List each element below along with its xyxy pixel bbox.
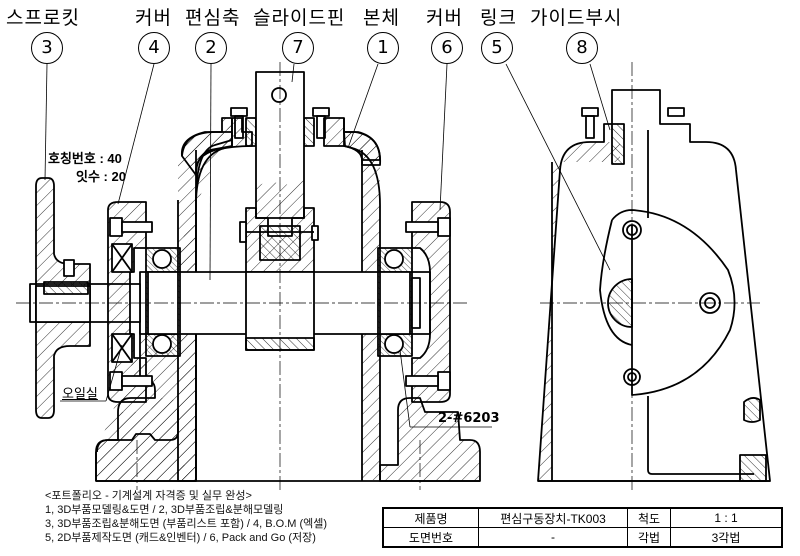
label-guide-bush: 가이드부시 [530, 7, 623, 29]
cover-right [411, 201, 451, 403]
label-link: 링크 [480, 7, 517, 29]
drawing-number-value: - [478, 527, 628, 548]
balloon-4: 4 [138, 32, 170, 64]
label-eccentric-shaft: 편심축 [185, 7, 241, 29]
drawing-number-label: 도면번호 [382, 527, 479, 548]
portfolio-notes: <포트폴리오 - 기계설계 자격증 및 실무 완성> 1, 3D부품모델링&도면… [45, 489, 327, 545]
guide-bush-left [245, 117, 257, 147]
product-name-value: 편심구동장치-TK003 [478, 507, 628, 528]
bearing-callout: 2-#6203 [438, 411, 500, 426]
notes-line: 5, 2D부품제작도면 (캐드&인벤터) / 6, Pack and Go (저… [45, 532, 316, 544]
guide-bush-right [303, 117, 315, 147]
label-cover-left: 커버 [135, 7, 172, 29]
body-foot-right [379, 397, 481, 482]
oil-seal-callout: 오일실 [62, 387, 98, 402]
label-body: 본체 [363, 7, 400, 29]
scale-value: 1 : 1 [670, 507, 783, 528]
projection-label: 각법 [627, 527, 671, 548]
side-view-link [611, 209, 736, 396]
notes-line: 3, 3D부품조립&분해도면 (부품리스트 포함) / 4, B.O.M (엑셀… [45, 518, 328, 530]
label-slide-pin: 슬라이드핀 [253, 7, 346, 29]
balloon-6: 6 [431, 32, 463, 64]
title-block-row: 도면번호 - 각법 3각법 [382, 527, 783, 548]
balloon-8: 8 [566, 32, 598, 64]
title-block-row: 제품명 편심구동장치-TK003 척도 1 : 1 [382, 507, 783, 528]
notes-line: 1, 3D부품모델링&도면 / 2, 3D부품조립&분해모델링 [45, 504, 284, 516]
projection-value: 3각법 [670, 527, 783, 548]
sprocket-teeth: 잇수 : 20 [76, 169, 126, 184]
balloon-7: 7 [282, 32, 314, 64]
title-block: 제품명 편심구동장치-TK003 척도 1 : 1 도면번호 - 각법 3각법 [382, 507, 783, 548]
body-section-left [96, 398, 196, 481]
sprocket-nominal-number: 호칭번호 : 40 [48, 151, 122, 166]
balloon-5: 5 [481, 32, 513, 64]
label-cover-right: 커버 [426, 7, 463, 29]
notes-heading: <포트폴리오 - 기계설계 자격증 및 실무 완성> [45, 490, 252, 502]
scale-label: 척도 [627, 507, 671, 528]
balloon-1: 1 [367, 32, 399, 64]
balloon-3: 3 [31, 32, 63, 64]
balloon-2: 2 [195, 32, 227, 64]
label-sprocket: 스프로킷 [6, 7, 80, 29]
product-name-label: 제품명 [382, 507, 479, 528]
body-top [181, 117, 253, 171]
